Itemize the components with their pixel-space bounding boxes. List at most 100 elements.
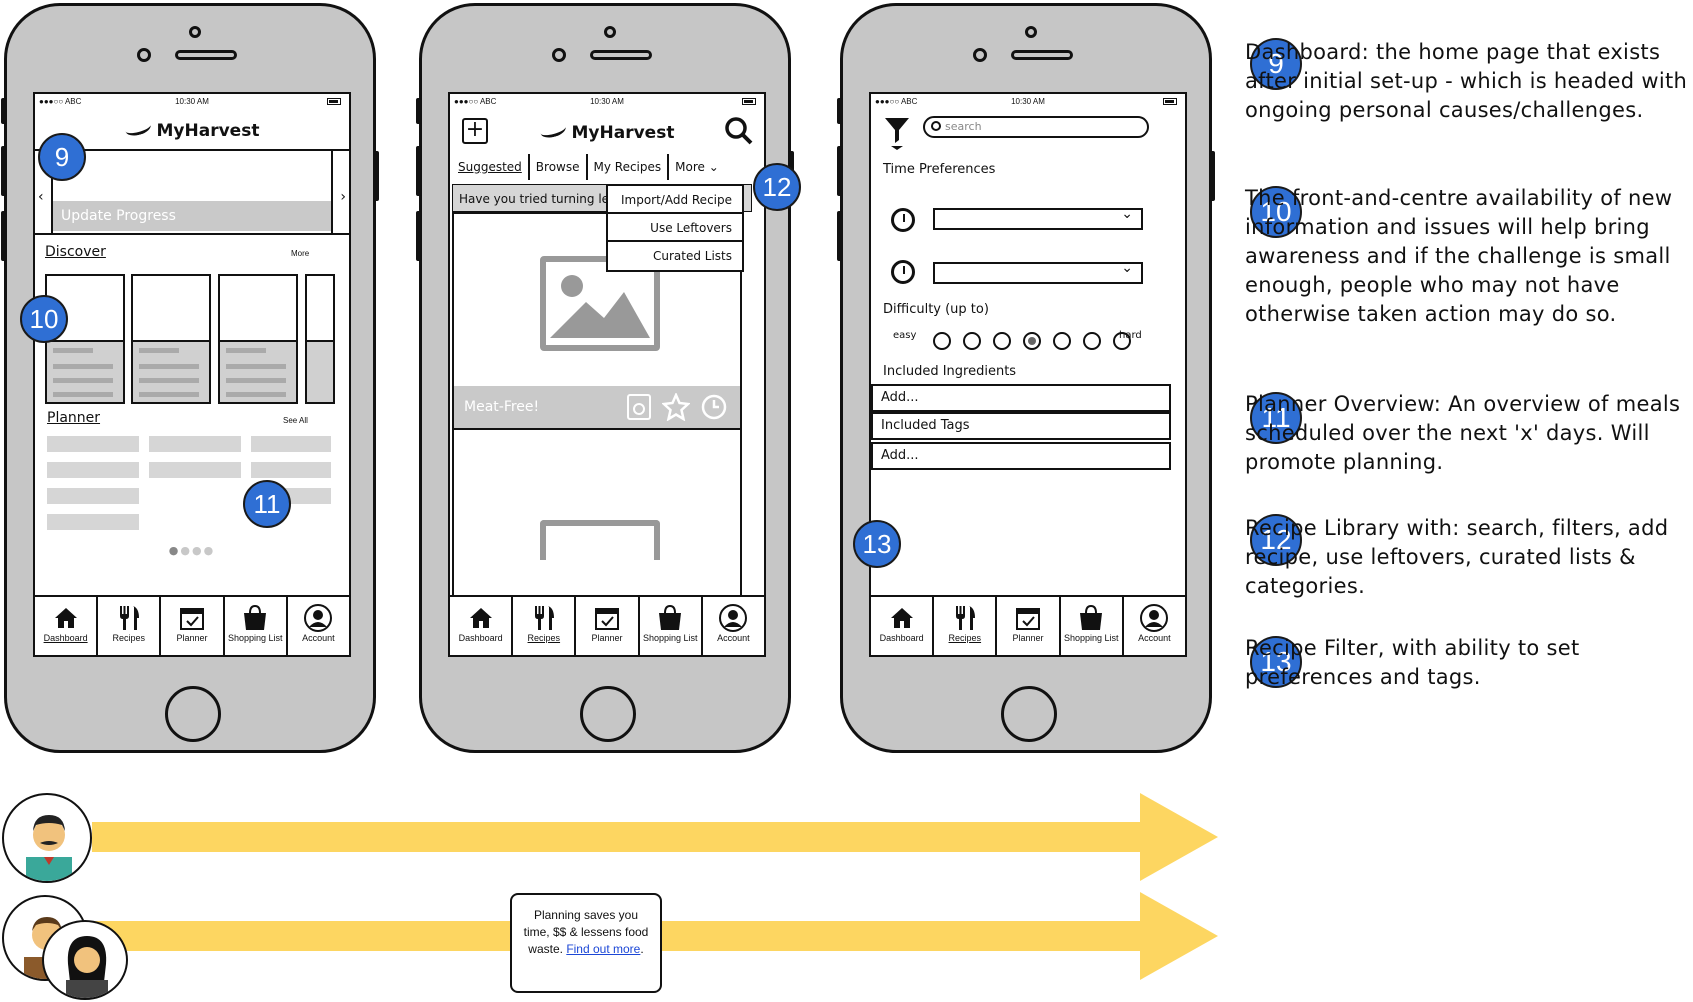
tab-planner[interactable]: Planner [161,597,225,655]
tab-shopping-list[interactable]: Shopping List [1061,597,1124,655]
badge-10: 10 [20,295,68,343]
clock-time: 10:30 AM [175,97,209,106]
time-select-1[interactable] [933,206,1143,230]
persona-avatar-man-mustache [2,793,92,883]
app-title: MyHarvest [450,118,764,148]
planner-slot[interactable] [47,462,139,478]
recipe-card-label: Meat-Free! [464,399,540,415]
clock-time: 10:30 AM [1011,97,1045,106]
tab-dashboard[interactable]: Dashboard [450,597,514,655]
recipe-card-footer: Meat-Free! [454,386,740,428]
planner-slot[interactable] [47,436,139,452]
discover-card[interactable] [218,274,298,404]
side-button [416,98,421,124]
tab-shopping-list[interactable]: Shopping List [225,597,288,655]
camera [137,48,151,62]
more-dropdown: Import/Add Recipe Use Leftovers Curated … [606,184,744,272]
persona-avatar-woman [42,920,128,1000]
recipe-card-next[interactable] [452,430,742,600]
difficulty-radio[interactable] [1053,332,1071,350]
planner-slot[interactable] [149,462,241,478]
challenge-carousel[interactable]: ‹ Update Progress › [35,149,349,235]
home-button[interactable] [580,686,636,742]
difficulty-radio[interactable] [963,332,981,350]
badge-icon[interactable] [626,393,652,421]
side-button [1,211,6,261]
difficulty-radio[interactable] [1023,332,1041,350]
shopping-bag-icon [225,603,286,633]
menu-curated-lists[interactable]: Curated Lists [652,249,732,263]
search-icon[interactable] [724,116,754,150]
tags-add-field[interactable]: Add... [871,442,1171,470]
phone-filter: ●●●○○ ABC 10:30 AM search Time Preferenc… [837,3,1215,753]
tab-recipes[interactable]: Recipes [98,597,162,655]
tab-dashboard[interactable]: Dashboard [35,597,99,655]
subtab-more[interactable]: More ⌄ [669,154,725,180]
tab-shopping-list[interactable]: Shopping List [640,597,703,655]
ingredients-add-field[interactable]: Add... [871,384,1171,412]
planner-slot[interactable] [47,514,139,530]
included-tags-label: Included Tags [871,412,1171,440]
note-10: The front-and-centre availability of new… [1245,186,1673,326]
filter-icon[interactable] [883,116,911,154]
card-footer [133,340,209,402]
discover-title[interactable]: Discover [45,244,106,260]
chevron-left-icon[interactable]: ‹ [38,189,44,205]
discover-card[interactable] [305,274,335,404]
page-indicator[interactable]: ●●●● [168,544,216,557]
tab-dashboard[interactable]: Dashboard [871,597,935,655]
screen: ●●●○○ ABC 10:30 AM + MyHarvest Suggested… [448,92,766,657]
planner-slot[interactable] [149,436,241,452]
tab-planner[interactable]: Planner [997,597,1061,655]
note-13: Recipe Filter, with ability to set prefe… [1245,636,1580,689]
difficulty-radio[interactable] [1083,332,1101,350]
planner-see-all-link[interactable]: See All [283,416,308,425]
subtab-browse[interactable]: Browse [530,154,588,180]
subtab-more-label: More [675,160,705,174]
menu-import-add-recipe[interactable]: Import/Add Recipe [608,186,742,214]
status-bar: ●●●○○ ABC 10:30 AM [871,94,1185,110]
star-icon[interactable] [662,393,690,421]
chevron-right-icon[interactable]: › [340,189,346,205]
planner-slot[interactable] [251,436,331,452]
tab-account[interactable]: Account [703,597,764,655]
difficulty-hard-label: hard [1119,330,1142,341]
planner-title[interactable]: Planner [47,410,101,426]
battery-icon [742,98,756,105]
tab-account[interactable]: Account [288,597,349,655]
clock-icon [891,260,915,284]
home-button[interactable] [1001,686,1057,742]
planner-slot[interactable] [47,488,139,504]
search-input[interactable]: search [923,116,1149,138]
discover-card[interactable] [131,274,211,404]
side-button [1210,151,1215,201]
tab-account[interactable]: Account [1124,597,1185,655]
subtab-suggested[interactable]: Suggested [452,154,530,180]
difficulty-radio[interactable] [993,332,1011,350]
update-progress-button[interactable]: Update Progress [53,201,331,231]
difficulty-radio[interactable] [1113,332,1131,350]
find-out-more-link[interactable]: Find out more [566,942,641,956]
search-icon [931,121,941,131]
tab-label: Planner [1012,633,1044,643]
speaker [1011,50,1073,60]
tab-label: Shopping List [1063,633,1119,643]
battery-icon [1163,98,1177,105]
time-select-2[interactable] [933,260,1143,284]
planner-slot[interactable] [251,462,331,478]
add-recipe-icon[interactable]: + [462,118,488,144]
tab-planner[interactable]: Planner [576,597,640,655]
discover-more-link[interactable]: More [291,249,310,258]
badge-13: 13 [853,520,901,568]
difficulty-radio[interactable] [933,332,951,350]
menu-use-leftovers[interactable]: Use Leftovers [608,214,742,242]
recipe-card[interactable]: Meat-Free! [452,212,742,430]
tab-recipes[interactable]: Recipes [934,597,998,655]
speech-period: . [640,942,644,956]
subtab-my-recipes[interactable]: My Recipes [588,154,670,180]
home-button[interactable] [165,686,221,742]
calendar-icon [161,603,222,633]
tab-recipes[interactable]: Recipes [513,597,577,655]
carousel-slide [51,151,333,233]
clock-icon[interactable] [700,393,728,421]
